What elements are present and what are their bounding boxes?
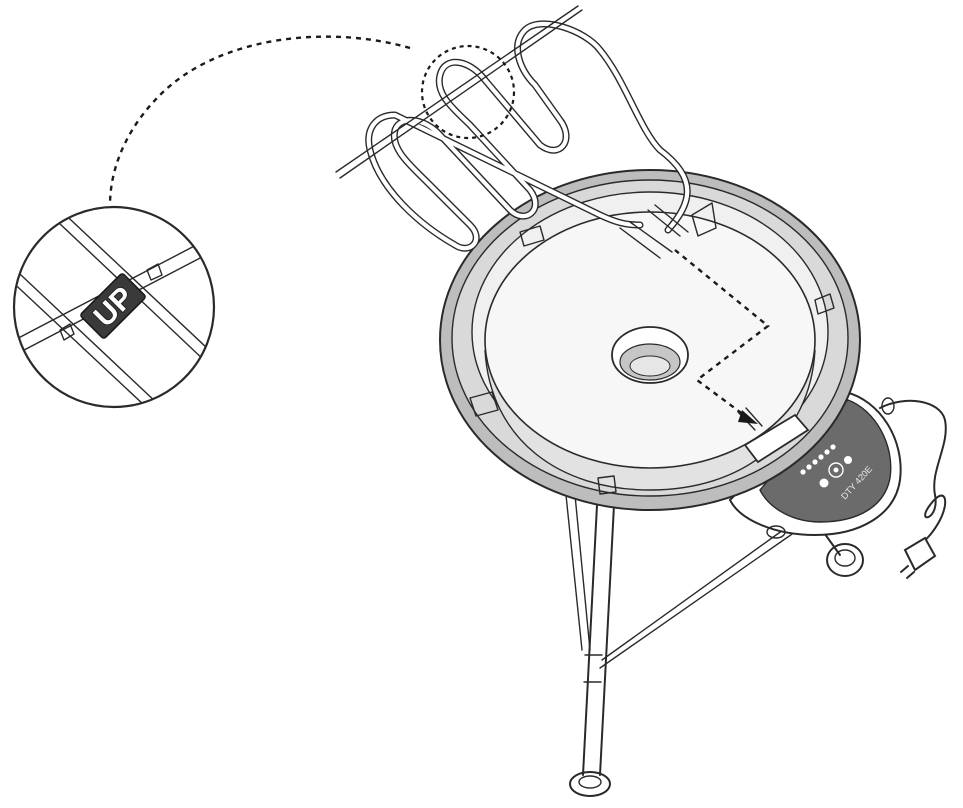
- power-plug-icon: [900, 536, 937, 579]
- highlight-circle: [420, 44, 516, 140]
- element-socket: [743, 413, 810, 464]
- detail-zoom-circle: UP: [12, 205, 216, 409]
- insertion-arrow: [674, 249, 770, 424]
- plus-button-icon: [844, 456, 852, 464]
- power-cord: [879, 397, 947, 579]
- control-panel: DTY 420E: [728, 390, 902, 539]
- power-button-icon: [819, 478, 829, 488]
- tripod-stand: [565, 494, 864, 797]
- indicator-lights: [800, 444, 836, 475]
- grill-base: [439, 169, 861, 511]
- heating-element: [335, 5, 691, 259]
- callout-leader: [108, 35, 411, 206]
